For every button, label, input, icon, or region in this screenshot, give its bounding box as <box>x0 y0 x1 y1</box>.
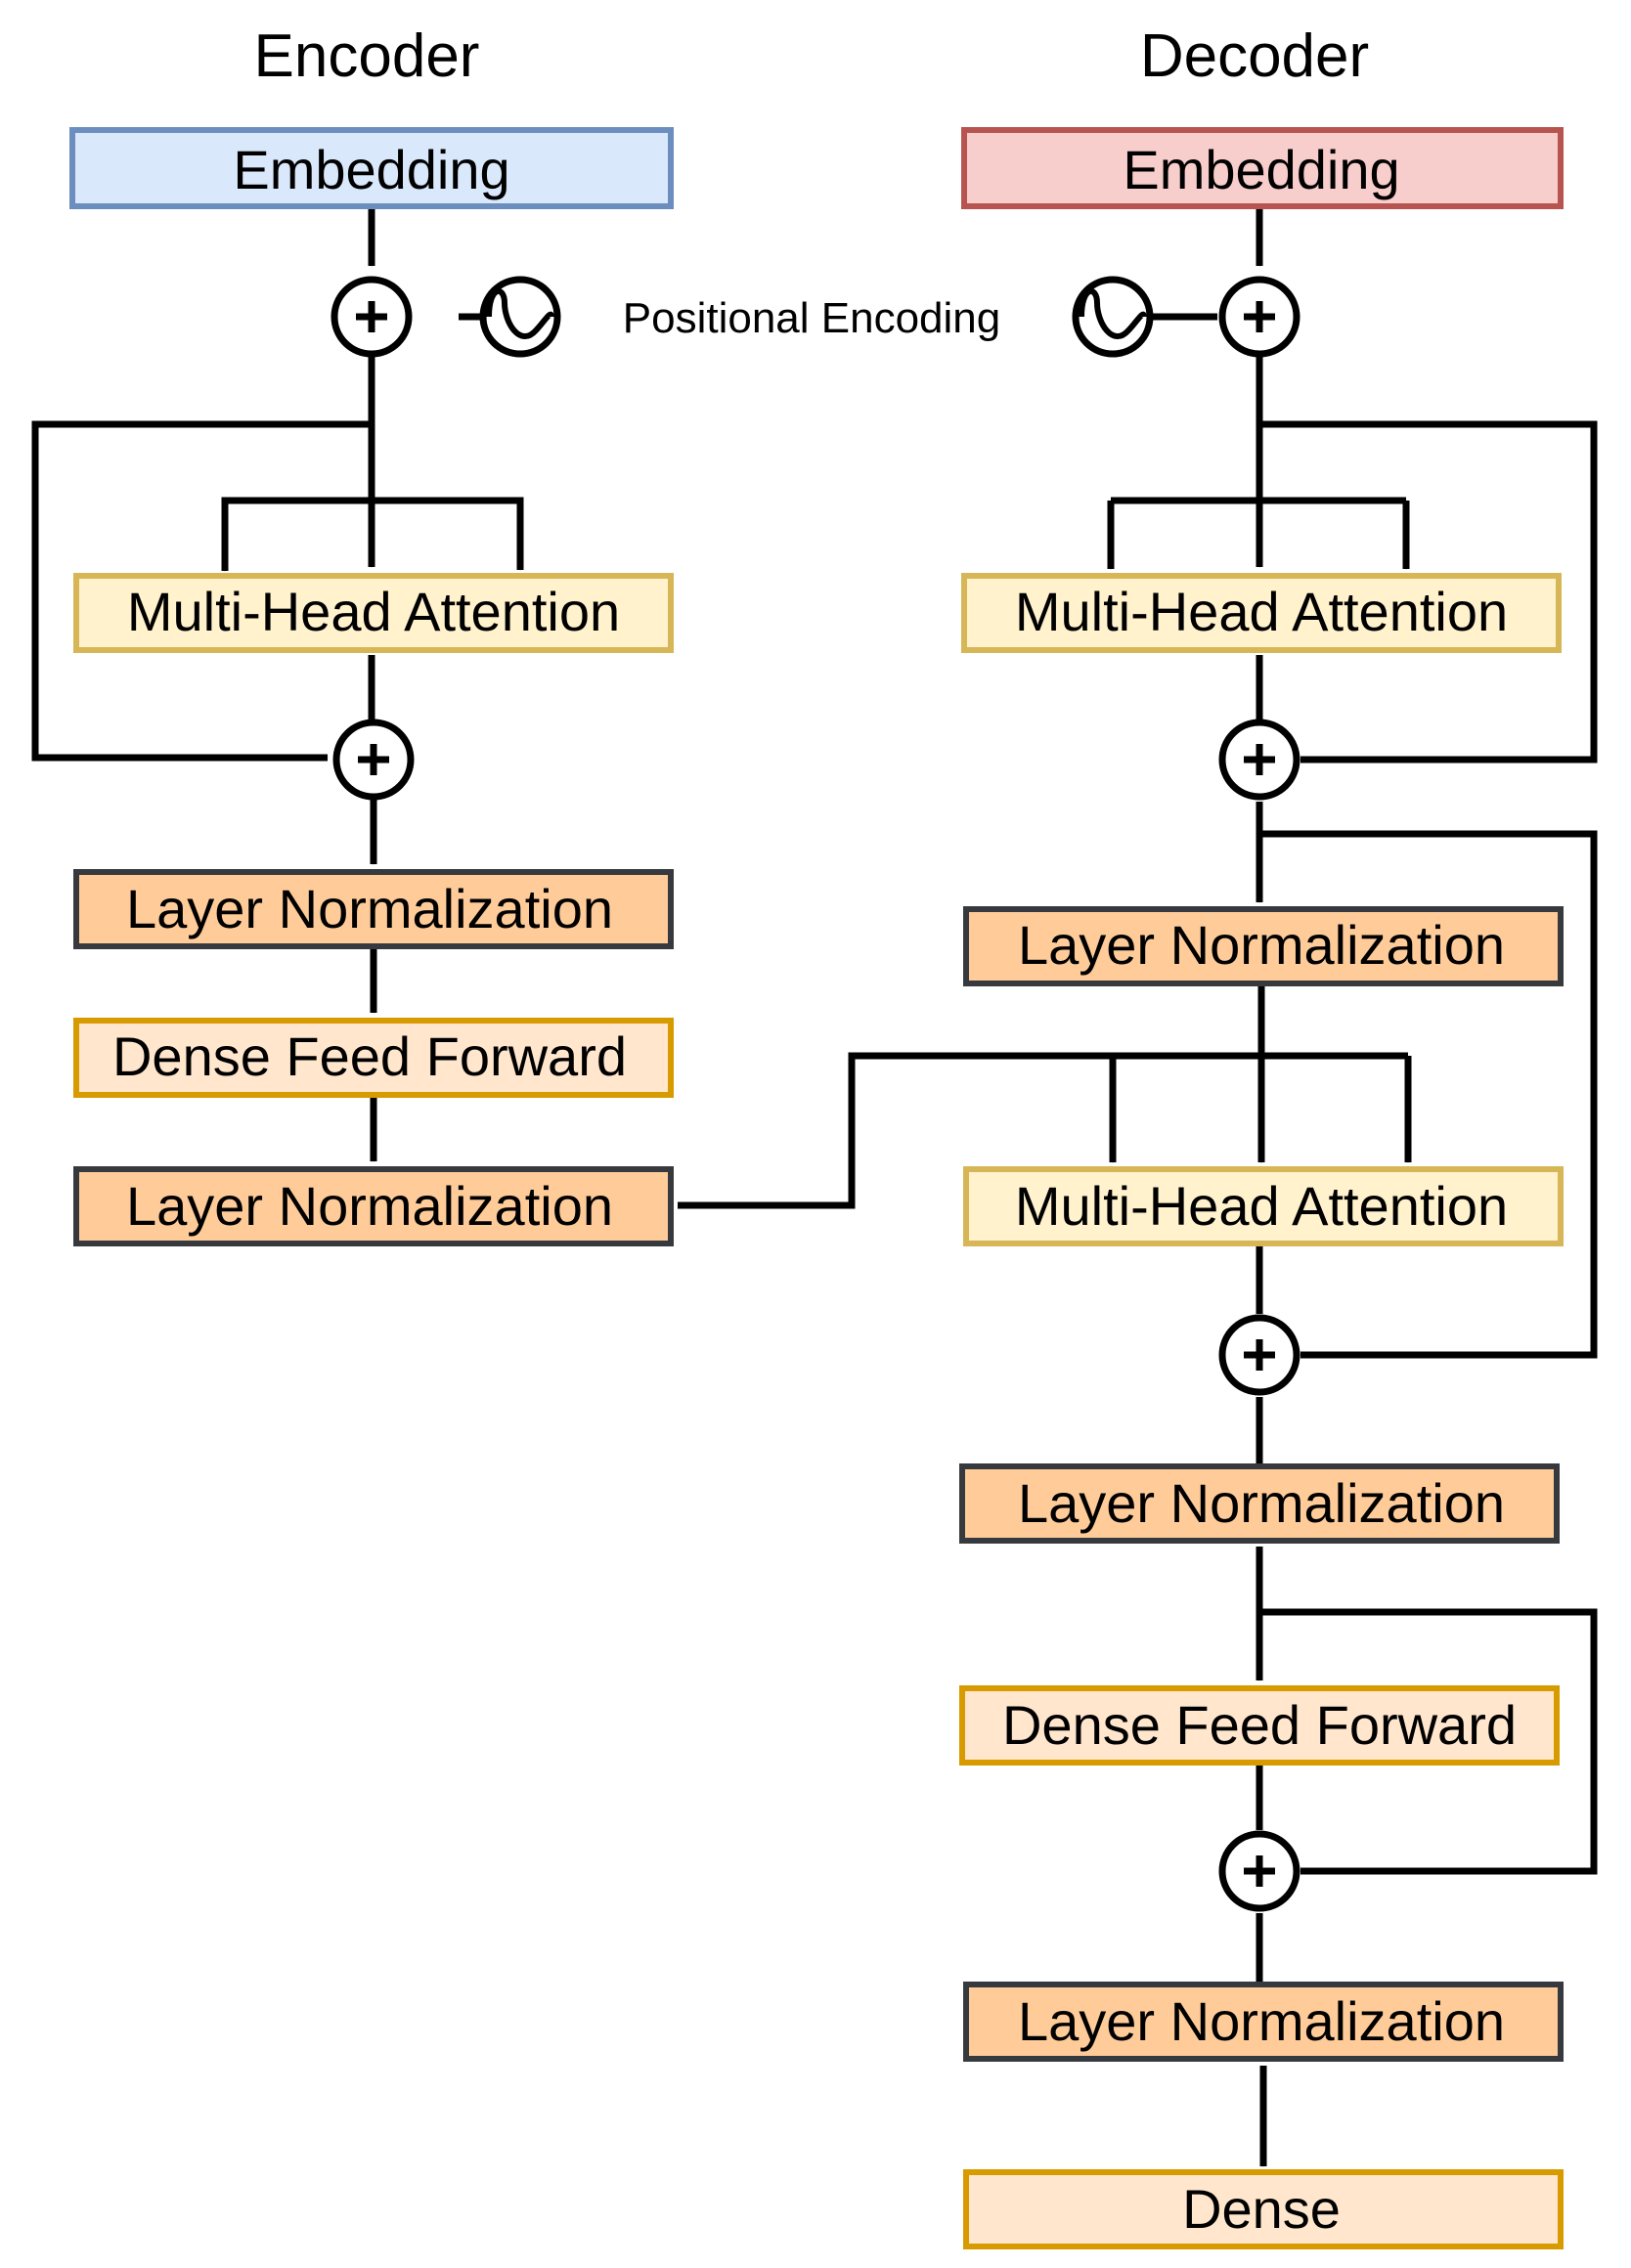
encoder-norm2-box: Layer Normalization <box>73 1166 674 1246</box>
decoder-norm1-label: Layer Normalization <box>1018 914 1505 976</box>
decoder-dense-label: Dense <box>1182 2178 1341 2240</box>
decoder-self-attention-label: Multi-Head Attention <box>1015 581 1508 642</box>
decoder-connectors <box>678 206 1598 2167</box>
decoder-feed-forward-box: Dense Feed Forward <box>959 1685 1560 1766</box>
encoder-embedding-box: Embedding <box>69 127 674 209</box>
decoder-title: Decoder <box>1140 22 1369 90</box>
encoder-norm1-label: Layer Normalization <box>126 878 613 939</box>
decoder-sine-icon <box>1072 276 1154 358</box>
encoder-attention-box: Multi-Head Attention <box>73 573 674 653</box>
encoder-norm2-label: Layer Normalization <box>126 1175 613 1237</box>
encoder-residual-adder-icon <box>332 719 415 801</box>
decoder-residual-adder-2-icon <box>1218 1314 1300 1396</box>
positional-encoding-label: Positional Encoding <box>623 294 1000 342</box>
encoder-embedding-label: Embedding <box>233 139 509 200</box>
adders <box>331 276 1300 1912</box>
encoder-feed-forward-box: Dense Feed Forward <box>73 1018 674 1098</box>
decoder-cross-attention-label: Multi-Head Attention <box>1015 1175 1508 1237</box>
encoder-attention-label: Multi-Head Attention <box>127 581 620 642</box>
encoder-feed-forward-label: Dense Feed Forward <box>112 1025 627 1087</box>
decoder-cross-attention-box: Multi-Head Attention <box>963 1166 1564 1246</box>
encoder-title: Encoder <box>254 22 480 90</box>
decoder-norm2-box: Layer Normalization <box>959 1463 1560 1544</box>
decoder-norm2-label: Layer Normalization <box>1018 1472 1505 1534</box>
encoder-qkv-arrows <box>221 501 524 570</box>
decoder-norm1-box: Layer Normalization <box>963 906 1564 986</box>
decoder-residual-adder-3-icon <box>1218 1830 1300 1912</box>
decoder-feed-forward-label: Dense Feed Forward <box>1002 1694 1517 1756</box>
decoder-positional-adder-icon <box>1218 276 1300 358</box>
encoder-sine-icon <box>479 276 561 358</box>
decoder-residual-adder-1-icon <box>1218 719 1300 801</box>
decoder-dense-box: Dense <box>963 2169 1564 2249</box>
decoder-embedding-box: Embedding <box>961 127 1564 209</box>
decoder-embedding-label: Embedding <box>1123 139 1399 200</box>
decoder-norm3-box: Layer Normalization <box>963 1982 1564 2062</box>
decoder-norm3-label: Layer Normalization <box>1018 1990 1505 2052</box>
encoder-positional-adder-icon <box>331 276 413 358</box>
encoder-norm1-box: Layer Normalization <box>73 869 674 949</box>
decoder-self-attention-box: Multi-Head Attention <box>961 573 1562 653</box>
